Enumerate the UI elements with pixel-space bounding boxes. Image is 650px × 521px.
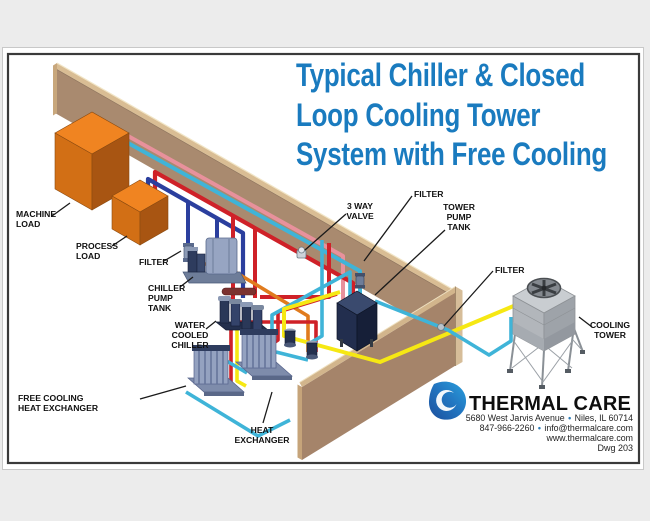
- leader-heat-exchanger: [262, 391, 273, 424]
- process-load-box: [111, 179, 169, 246]
- address-bullet-1: •: [568, 413, 572, 423]
- pipe-cyan-tower: [374, 299, 513, 357]
- cooling-tower-fan: [526, 277, 562, 299]
- address-bullet-2: •: [537, 423, 541, 433]
- front-wall-top: [299, 286, 458, 387]
- back-wall-top: [55, 63, 461, 300]
- pipe-cyan-run: [127, 141, 362, 300]
- leader-water-cooled-chiller: [205, 320, 217, 330]
- leader-cooling-tower: [578, 316, 593, 328]
- back-wall-end-face: [53, 63, 57, 116]
- title-line-1: Typical Chiller & Closed: [296, 57, 585, 93]
- leader-process-load: [111, 235, 128, 247]
- front-wall-top-highlight: [299, 286, 456, 383]
- leader-filter-3: [443, 270, 494, 327]
- front-wall-face: [302, 291, 458, 460]
- leader-chiller-pump-tank: [179, 276, 194, 288]
- pipe-cyan-pumps: [275, 350, 309, 362]
- thermal-care-logo-icon: [428, 381, 467, 420]
- filter-3-device: [437, 323, 445, 331]
- page-title: Typical Chiller & Closed Loop Cooling To…: [296, 56, 636, 175]
- leader-filter-2: [363, 195, 413, 262]
- drawing-number: Dwg 203: [597, 443, 633, 453]
- page-border: [6, 52, 641, 465]
- pump-row: [284, 328, 318, 360]
- front-wall-end-face: [297, 384, 302, 460]
- logo-address-line-3: www.thermalcare.com: [546, 433, 633, 443]
- three-way-valve-device: [296, 246, 307, 259]
- back-wall-top-highlight: [56, 62, 462, 295]
- leader-three-way-valve: [304, 213, 347, 251]
- leader-machine-load: [51, 202, 71, 217]
- label-filter-3: FILTER: [495, 265, 525, 275]
- title-line-3: System with Free Cooling: [296, 136, 608, 172]
- label-filter-1: FILTER: [139, 257, 169, 267]
- pipe-cyan-bottom: [185, 390, 291, 438]
- logo-address-line-2: 847-966-2260 • info@thermalcare.com: [479, 423, 633, 433]
- tower-pump-tank-device: [336, 290, 378, 352]
- free-cooling-heat-exchanger-device: [187, 345, 245, 396]
- cooling-tower-right-louver: [544, 322, 575, 351]
- leader-filter-1: [163, 250, 182, 262]
- chiller-pump-tank-device: [182, 237, 247, 284]
- cooling-tower-left-louver: [513, 322, 544, 351]
- label-filter-2: FILTER: [414, 189, 444, 199]
- machine-load-box: [54, 111, 130, 211]
- cooling-tower-device: [507, 277, 585, 389]
- back-wall-top-shadow: [54, 68, 462, 301]
- pipe-pink-run: [127, 134, 345, 300]
- thermal-care-wordmark: THERMAL CARE: [469, 393, 632, 415]
- heat-exchanger-device: [235, 329, 293, 380]
- logo-address-line-1: 5680 West Jarvis Avenue • Niles, IL 6071…: [465, 413, 633, 423]
- water-cooled-chiller-device: [215, 287, 269, 333]
- leader-free-cooling-hx: [139, 385, 187, 400]
- leader-lines: [51, 195, 593, 424]
- pipe-cyan-link: [224, 358, 248, 375]
- process-load-right: [139, 195, 169, 246]
- title-line-2: Loop Cooling Tower: [296, 96, 541, 133]
- front-wall: [297, 286, 463, 460]
- leader-tower-pump-tank: [374, 229, 446, 296]
- filter-2-device: [355, 273, 365, 289]
- wall-pipes: [127, 134, 362, 300]
